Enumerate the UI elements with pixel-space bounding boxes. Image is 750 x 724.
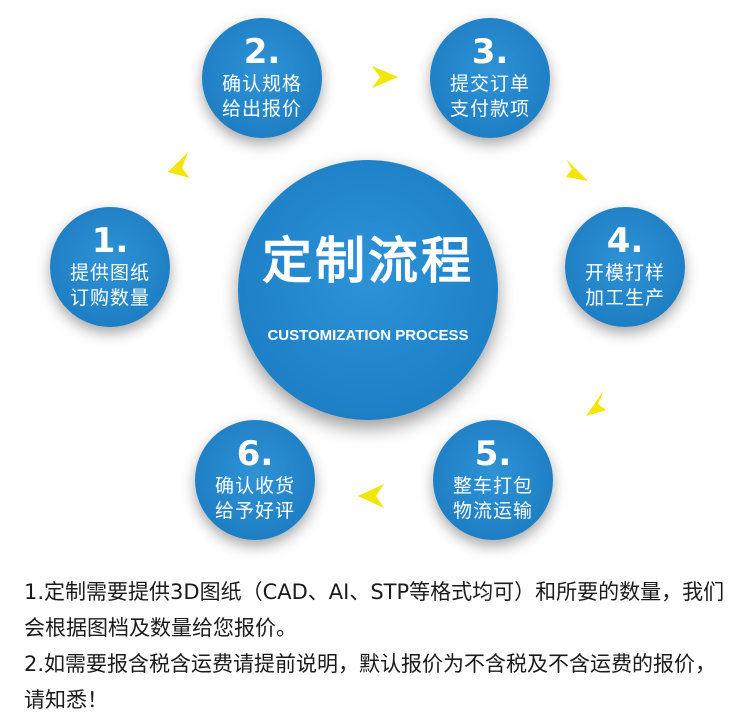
- arrow-left-icon: [358, 484, 384, 508]
- step-number: 5.: [474, 434, 512, 474]
- step-label-line1: 整车打包: [452, 475, 533, 497]
- step-6-circle: 6. 确认收货 给予好评: [195, 420, 315, 540]
- step-label-line2: 订购数量: [69, 287, 150, 309]
- step-label-line1: 提供图纸: [69, 262, 150, 284]
- arrow-up-right-icon: [168, 152, 190, 178]
- note-1: 1.定制需要提供3D图纸（CAD、AI、STP等格式均可）和所要的数量，我们会根…: [24, 580, 725, 640]
- step-label-line2: 支付款项: [449, 98, 530, 120]
- step-5-circle: 5. 整车打包 物流运输: [433, 420, 553, 540]
- notes-block: 1.定制需要提供3D图纸（CAD、AI、STP等格式均可）和所要的数量，我们会根…: [24, 574, 734, 718]
- step-label-line1: 确认规格: [221, 73, 302, 95]
- step-label-line1: 开模打样: [584, 262, 665, 284]
- step-1-circle: 1. 提供图纸 订购数量: [50, 207, 170, 327]
- arrow-down-left-icon: [586, 390, 606, 416]
- note-2: 2.如需要报含税含运费请提前说明，默认报价为不含税及不含运费的报价，请知悉！: [24, 652, 717, 712]
- step-label-line2: 加工生产: [584, 287, 665, 309]
- step-label-line1: 提交订单: [449, 73, 530, 95]
- step-4-circle: 4. 开模打样 加工生产: [565, 207, 685, 327]
- process-subtitle: CUSTOMIZATION PROCESS: [267, 326, 469, 344]
- step-3-circle: 3. 提交订单 支付款项: [430, 18, 550, 138]
- step-number: 3.: [471, 32, 509, 72]
- step-number: 4.: [606, 221, 644, 261]
- step-number: 2.: [243, 32, 281, 72]
- step-number: 1.: [91, 221, 129, 261]
- center-circle: 定制流程 CUSTOMIZATION PROCESS: [238, 160, 498, 420]
- step-label-line1: 确认收货: [214, 475, 295, 497]
- step-2-circle: 2. 确认规格 给出报价: [202, 18, 322, 138]
- arrow-down-right-icon: [566, 159, 588, 181]
- process-title: 定制流程: [262, 231, 474, 290]
- step-number: 6.: [236, 434, 274, 474]
- arrow-right-icon: [372, 66, 398, 88]
- step-label-line2: 物流运输: [452, 500, 533, 522]
- step-label-line2: 给予好评: [214, 500, 295, 522]
- step-label-line2: 给出报价: [221, 98, 302, 120]
